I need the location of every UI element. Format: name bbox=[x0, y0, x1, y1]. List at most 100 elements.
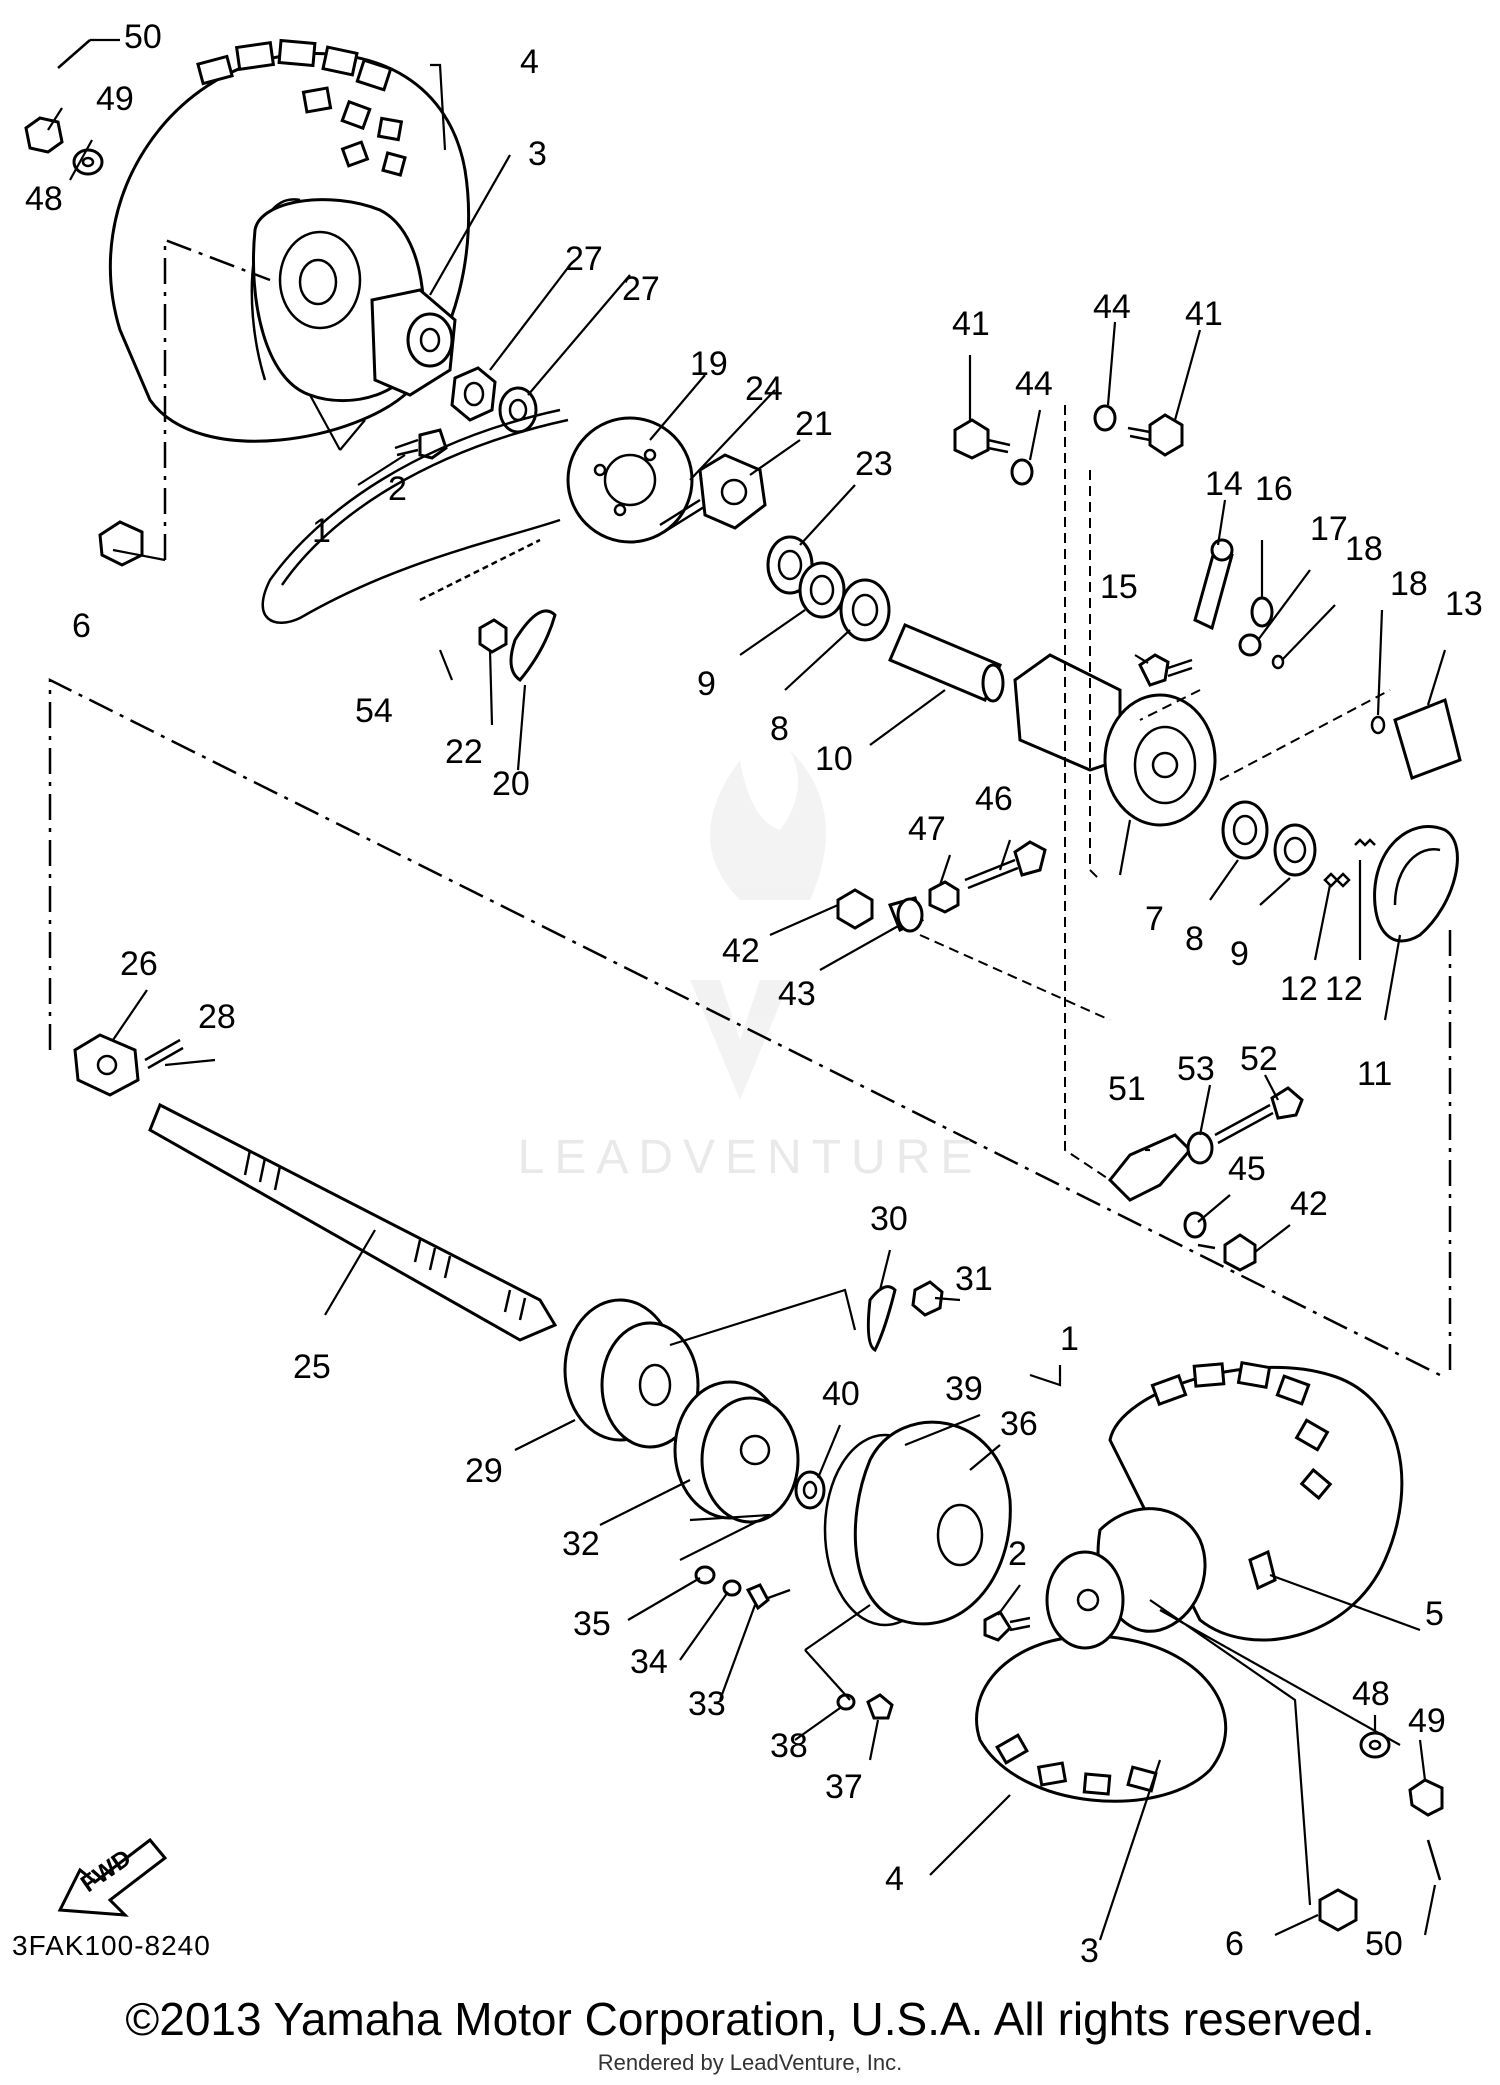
callout-38: 38 bbox=[770, 1727, 808, 1765]
cotter-48-49-50-lower bbox=[1359, 1731, 1444, 1881]
cotter-49-48-50-upper bbox=[24, 39, 104, 176]
bolt-2-upper bbox=[394, 428, 448, 460]
bolt-2-lower bbox=[983, 1610, 1031, 1642]
callout-26: 26 bbox=[120, 945, 158, 983]
callout-33: 33 bbox=[688, 1685, 726, 1723]
callout-48b: 48 bbox=[1352, 1675, 1390, 1713]
guide-lines-wheel-lower bbox=[1029, 1365, 1401, 1906]
callout-32: 32 bbox=[562, 1525, 600, 1563]
camshaft-13 bbox=[1393, 697, 1462, 780]
callout-31: 31 bbox=[955, 1260, 993, 1298]
callout-48: 48 bbox=[25, 180, 63, 218]
callout-8b: 8 bbox=[1185, 920, 1204, 958]
callout-35: 35 bbox=[573, 1605, 611, 1643]
callout-1b: 1 bbox=[1060, 1320, 1079, 1358]
guide-lines-drum bbox=[669, 1288, 871, 1701]
callout-15: 15 bbox=[1100, 568, 1138, 606]
callout-50b: 50 bbox=[1365, 1925, 1403, 1963]
callout-52: 52 bbox=[1240, 1040, 1278, 1078]
callout-9: 9 bbox=[697, 665, 716, 703]
rendered-by-notice: Rendered by LeadVenture, Inc. bbox=[597, 2050, 903, 2075]
callout-5: 5 bbox=[1425, 1595, 1444, 1633]
callout-39: 39 bbox=[945, 1370, 983, 1408]
callout-41a: 41 bbox=[952, 305, 990, 343]
seal-40 bbox=[794, 1470, 826, 1510]
callout-28: 28 bbox=[198, 998, 236, 1036]
callout-43: 43 bbox=[778, 975, 816, 1013]
callout-45: 45 bbox=[1228, 1150, 1266, 1188]
callout-1: 1 bbox=[312, 512, 331, 550]
callout-25: 25 bbox=[293, 1348, 331, 1386]
callout-3: 3 bbox=[528, 135, 547, 173]
callout-8: 8 bbox=[770, 710, 789, 748]
bearing-8-upper bbox=[839, 578, 891, 642]
callout-16: 16 bbox=[1255, 470, 1293, 508]
callout-12b: 12 bbox=[1325, 970, 1363, 1008]
callout-6b: 6 bbox=[1225, 1925, 1244, 1963]
callout-29: 29 bbox=[465, 1452, 503, 1490]
guide-line-axle bbox=[48, 677, 1441, 1377]
sprocket-hub-21 bbox=[698, 453, 767, 530]
drive-chain bbox=[261, 408, 569, 624]
callout-2b: 2 bbox=[1008, 1535, 1027, 1573]
callout-46: 46 bbox=[975, 780, 1013, 818]
bolts-41-44 bbox=[953, 404, 1184, 486]
callout-47: 47 bbox=[908, 810, 946, 848]
nut-22 bbox=[478, 618, 508, 654]
callout-21: 21 bbox=[795, 405, 833, 443]
bearings-8-9-lower bbox=[1221, 800, 1317, 877]
spacer-10 bbox=[888, 623, 1005, 703]
callout-24: 24 bbox=[745, 370, 783, 408]
callout-11: 11 bbox=[1357, 1055, 1392, 1093]
guide-lines-housing bbox=[919, 405, 1391, 1181]
seal-9-upper bbox=[798, 561, 846, 619]
callout-49b: 49 bbox=[1408, 1702, 1446, 1740]
callout-22: 22 bbox=[445, 733, 483, 771]
nut-6-lower bbox=[1318, 1888, 1358, 1932]
clip-30-nut-31 bbox=[866, 1280, 944, 1353]
nut-6-upper bbox=[98, 520, 144, 567]
clip-20 bbox=[509, 609, 557, 682]
callout-27a: 27 bbox=[565, 240, 603, 278]
leader-lines bbox=[47, 38, 1447, 1941]
watermark-text: LEADVENTURE bbox=[517, 1131, 983, 1184]
callout-30: 30 bbox=[870, 1200, 908, 1238]
callout-53: 53 bbox=[1177, 1050, 1215, 1088]
callout-4b: 4 bbox=[885, 1860, 904, 1898]
flange-26 bbox=[73, 1033, 184, 1097]
callout-labels: 50 49 48 4 3 27 27 2 1 6 19 24 21 23 9 8… bbox=[25, 18, 1483, 1970]
chain-joint-54 bbox=[419, 538, 541, 602]
callout-49: 49 bbox=[96, 80, 134, 118]
callout-19: 19 bbox=[690, 345, 728, 383]
callout-50: 50 bbox=[124, 18, 162, 56]
callout-4: 4 bbox=[520, 43, 539, 81]
bolt-24 bbox=[659, 498, 705, 534]
bolts-42-43-46-47 bbox=[836, 840, 1047, 933]
callout-18b: 18 bbox=[1390, 565, 1428, 603]
callout-2: 2 bbox=[388, 470, 407, 508]
brake-arm-14-16-17 bbox=[1193, 538, 1274, 657]
callout-12a: 12 bbox=[1280, 970, 1318, 1008]
valve-5 bbox=[1248, 1549, 1277, 1591]
cover-36-oring-39 bbox=[823, 1420, 1012, 1627]
hub-29 bbox=[563, 1298, 700, 1449]
callout-10: 10 bbox=[815, 740, 853, 778]
bracket-1-upper bbox=[309, 394, 366, 451]
callout-44a: 44 bbox=[1015, 365, 1053, 403]
callout-23: 23 bbox=[855, 445, 893, 483]
callout-42a: 42 bbox=[722, 932, 760, 970]
callout-36: 36 bbox=[1000, 1405, 1038, 1443]
callout-9b: 9 bbox=[1230, 935, 1249, 973]
callout-18a: 18 bbox=[1345, 530, 1383, 568]
guide-line-wheel-upper bbox=[163, 238, 271, 560]
callout-14: 14 bbox=[1205, 465, 1243, 503]
callout-51: 51 bbox=[1108, 1070, 1146, 1108]
bolt-15 bbox=[1138, 653, 1193, 687]
callout-13: 13 bbox=[1445, 585, 1483, 623]
callout-17: 17 bbox=[1310, 510, 1348, 548]
callout-42b: 42 bbox=[1290, 1185, 1328, 1223]
rear-tire-lower bbox=[975, 1360, 1404, 1803]
springs-12 bbox=[1323, 838, 1376, 888]
diagram-code: 3FAK100-8240 bbox=[12, 1930, 211, 1961]
